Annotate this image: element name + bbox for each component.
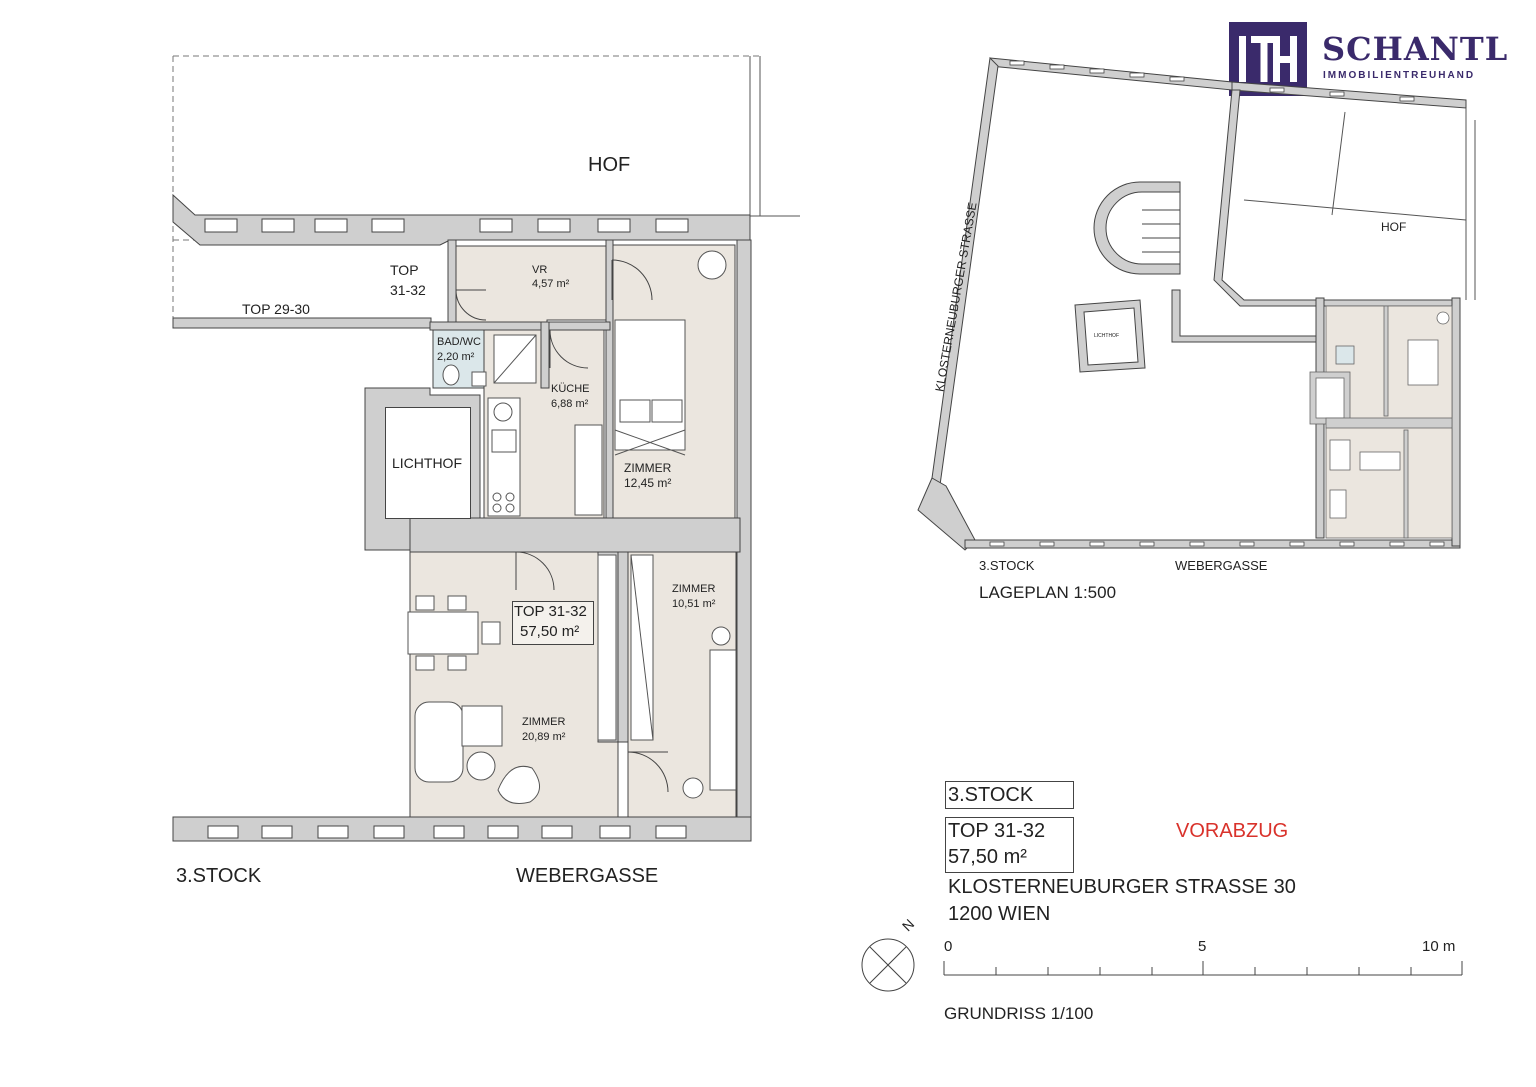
label-plan-stock: 3.STOCK <box>176 865 262 887</box>
brand-name: SCHANTL <box>1322 30 1509 68</box>
site-windows <box>989 60 1445 547</box>
site-plan <box>917 56 1476 551</box>
north-arrow-icon <box>861 938 915 992</box>
plan-scale-label: GRUNDRISS 1/100 <box>944 1004 1094 1023</box>
site-label-scale: LAGEPLAN 1:500 <box>979 583 1117 602</box>
label-plan-street: WEBERGASSE <box>516 865 659 887</box>
label-zimmer2-name: ZIMMER <box>672 583 716 595</box>
label-zimmer3-name: ZIMMER <box>522 716 566 728</box>
site-label-hof: HOF <box>1381 220 1407 234</box>
label-zimmer2-area: 10,51 m² <box>672 598 716 610</box>
label-vr-area: 4,57 m² <box>532 278 570 290</box>
plant <box>697 250 727 280</box>
desk <box>709 649 737 791</box>
brand-subtitle: IMMOBILIENTREUHAND <box>1323 70 1476 81</box>
site-label-street-bottom: WEBERGASSE <box>1175 558 1268 573</box>
info-city: 1200 WIEN <box>948 903 1051 925</box>
door-swings <box>455 259 669 793</box>
courtyard-windows <box>204 218 689 233</box>
north-label: N <box>898 915 918 935</box>
site-label-stock: 3.STOCK <box>979 558 1035 573</box>
apartment-label-box <box>512 601 594 645</box>
site-apartment-detail <box>1309 305 1453 539</box>
label-top-neighbor-a: TOP <box>390 262 419 278</box>
label-zimmer3-area: 20,89 m² <box>522 731 566 743</box>
label-lichthof: LICHTHOF <box>392 455 462 471</box>
info-stock-box <box>945 781 1074 809</box>
scale-label-10: 10 m <box>1422 938 1456 955</box>
label-kueche-name: KÜCHE <box>551 383 590 395</box>
label-top-neighbor-b: 31-32 <box>390 282 426 298</box>
label-top-box-name: TOP 31-32 <box>514 603 587 620</box>
info-draft: VORABZUG <box>1176 820 1289 842</box>
info-top-box <box>945 817 1074 873</box>
label-kueche-area: 6,88 m² <box>551 398 589 410</box>
label-hof: HOF <box>588 154 631 176</box>
site-hof-lines <box>1243 108 1476 300</box>
label-vr-name: VR <box>532 264 548 276</box>
label-zimmer1-area: 12,45 m² <box>624 476 672 490</box>
info-top: TOP 31-32 <box>948 820 1046 842</box>
wardrobe <box>597 554 617 741</box>
label-zimmer1-name: ZIMMER <box>624 461 672 475</box>
label-bad-name: BAD/WC <box>437 336 481 348</box>
scale-bar <box>943 961 1463 976</box>
info-address: KLOSTERNEUBURGER STRASSE 30 <box>948 876 1296 898</box>
sofa <box>414 701 464 783</box>
site-stairwell <box>1093 181 1181 275</box>
info-area: 57,50 m² <box>948 846 1027 868</box>
furniture <box>407 250 737 804</box>
label-top-29-30: TOP 29-30 <box>242 301 310 317</box>
ith-logo-icon <box>1239 36 1297 82</box>
scale-label-5: 5 <box>1198 938 1207 955</box>
lichthof-box <box>385 407 471 519</box>
label-bad-area: 2,20 m² <box>437 351 475 363</box>
street-windows <box>207 825 687 839</box>
info-stock: 3.STOCK <box>948 784 1034 806</box>
site-label-lichthof: LICHTHOF <box>1094 333 1119 339</box>
bed <box>614 319 686 451</box>
site-lichthof <box>1074 299 1146 373</box>
scale-label-0: 0 <box>944 938 953 955</box>
label-top-box-area: 57,50 m² <box>520 623 580 640</box>
dining-table <box>407 611 479 655</box>
